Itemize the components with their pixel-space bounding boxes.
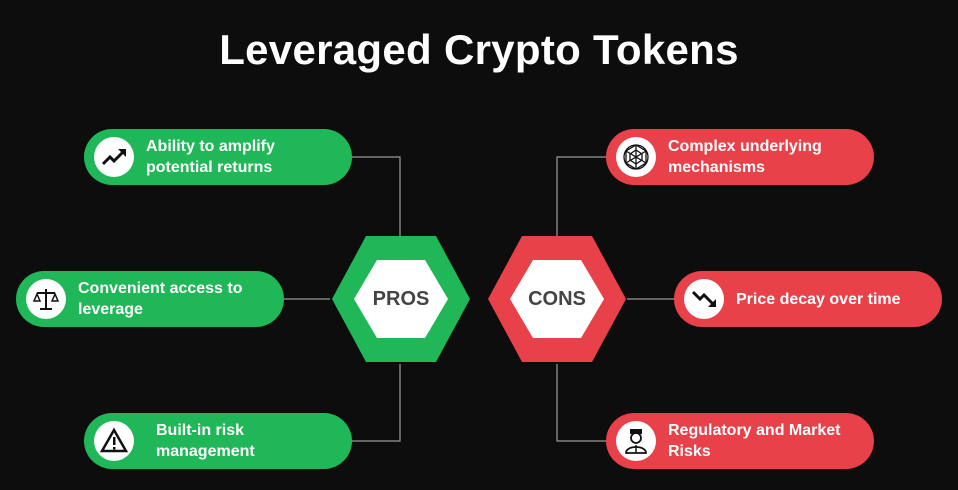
page-title: Leveraged Crypto Tokens: [219, 26, 739, 73]
cons-hexagon: CONS: [486, 234, 628, 364]
connector-pros-bottom: [350, 364, 401, 442]
pros-label: PROS: [372, 288, 430, 310]
regulator-icon: [616, 421, 656, 461]
pro-item-convenient-access: Convenient access to leverage: [16, 271, 284, 327]
pro-item-amplify-returns: Ability to amplify potential returns: [84, 129, 352, 185]
con-item-price-decay: Price decay over time: [674, 271, 942, 327]
cons-label: CONS: [528, 288, 586, 310]
con-item-complex-mechanisms: Complex underlying mechanisms: [606, 129, 874, 185]
con-item-regulatory-risks: Regulatory and Market Risks: [606, 413, 874, 469]
network-icon: [616, 137, 656, 177]
con-item-label: Complex underlying mechanisms: [668, 138, 822, 176]
con-item-label: Regulatory and Market Risks: [668, 422, 841, 460]
connector-pros-top: [350, 156, 401, 236]
trending-up-icon: [94, 137, 134, 177]
scales-icon: [26, 279, 66, 319]
pros-hexagon: PROS: [330, 234, 472, 364]
trending-down-icon: [684, 279, 724, 319]
pro-item-risk-management: Built-in risk management: [84, 413, 352, 469]
connector-cons-top: [556, 156, 607, 236]
con-item-label: Price decay over time: [736, 290, 901, 308]
pro-item-label: Ability to amplify potential returns: [146, 138, 275, 176]
pro-item-label: Convenient access to leverage: [78, 280, 243, 318]
connector-cons-bottom: [556, 364, 607, 442]
pro-item-label: Built-in risk management: [156, 422, 255, 460]
warning-icon: [94, 421, 134, 461]
